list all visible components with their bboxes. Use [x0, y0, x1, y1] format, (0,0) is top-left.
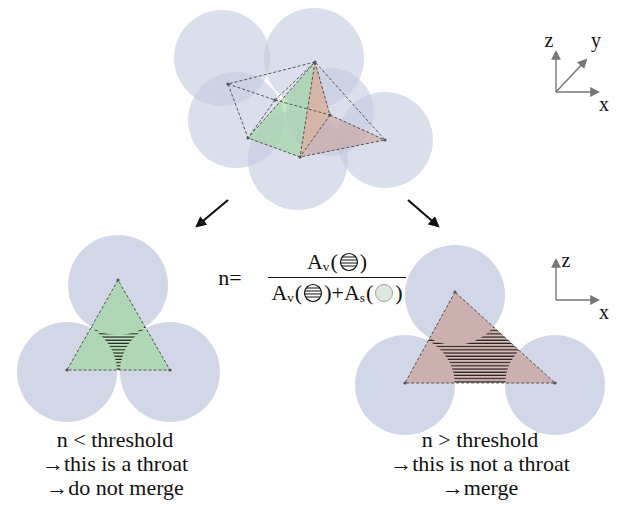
result-text: →do not merge: [46, 477, 184, 499]
formula-text: +A: [332, 282, 360, 304]
area-symbol: [339, 252, 359, 272]
formula-text: s: [360, 291, 365, 304]
axes-3d: [556, 52, 598, 92]
area-symbol: [374, 283, 394, 303]
formula-text: ): [324, 282, 331, 304]
axis-label: y: [591, 30, 601, 50]
formula-row: Av(): [307, 251, 367, 273]
split-arrows: [197, 200, 438, 226]
axis-label: z: [562, 250, 571, 270]
formula-text: (: [366, 282, 373, 304]
polyhedron: [226, 60, 386, 158]
result-text: →this is a throat: [42, 453, 188, 475]
formula-row: Av()+As(): [271, 282, 402, 304]
area-symbol: [373, 283, 395, 303]
result-text: →merge: [442, 477, 519, 499]
formula-text: v: [323, 260, 330, 273]
formula-text: (: [295, 282, 302, 304]
condition-text: n > threshold: [422, 429, 538, 451]
formula-text: n=: [218, 267, 241, 289]
axis-label: x: [599, 302, 609, 322]
non-throat-face: [355, 245, 605, 435]
area-symbol: [338, 252, 360, 272]
fraction-bar: [268, 277, 405, 278]
formula-text: (: [330, 251, 337, 273]
throat-face: [17, 235, 220, 422]
area-symbol: [302, 283, 324, 303]
condition-text: n < threshold: [57, 429, 173, 451]
formula-text: v: [287, 291, 294, 304]
formula-text: A: [271, 282, 287, 304]
formula-text: A: [307, 251, 323, 273]
formula-text: ): [395, 282, 402, 304]
formula-text: ): [360, 251, 367, 273]
axis-label: z: [545, 30, 554, 50]
sphere-cluster: [174, 8, 433, 210]
area-symbol: [303, 283, 323, 303]
result-text: →this is not a throat: [390, 453, 570, 475]
axis-label: x: [599, 94, 609, 114]
